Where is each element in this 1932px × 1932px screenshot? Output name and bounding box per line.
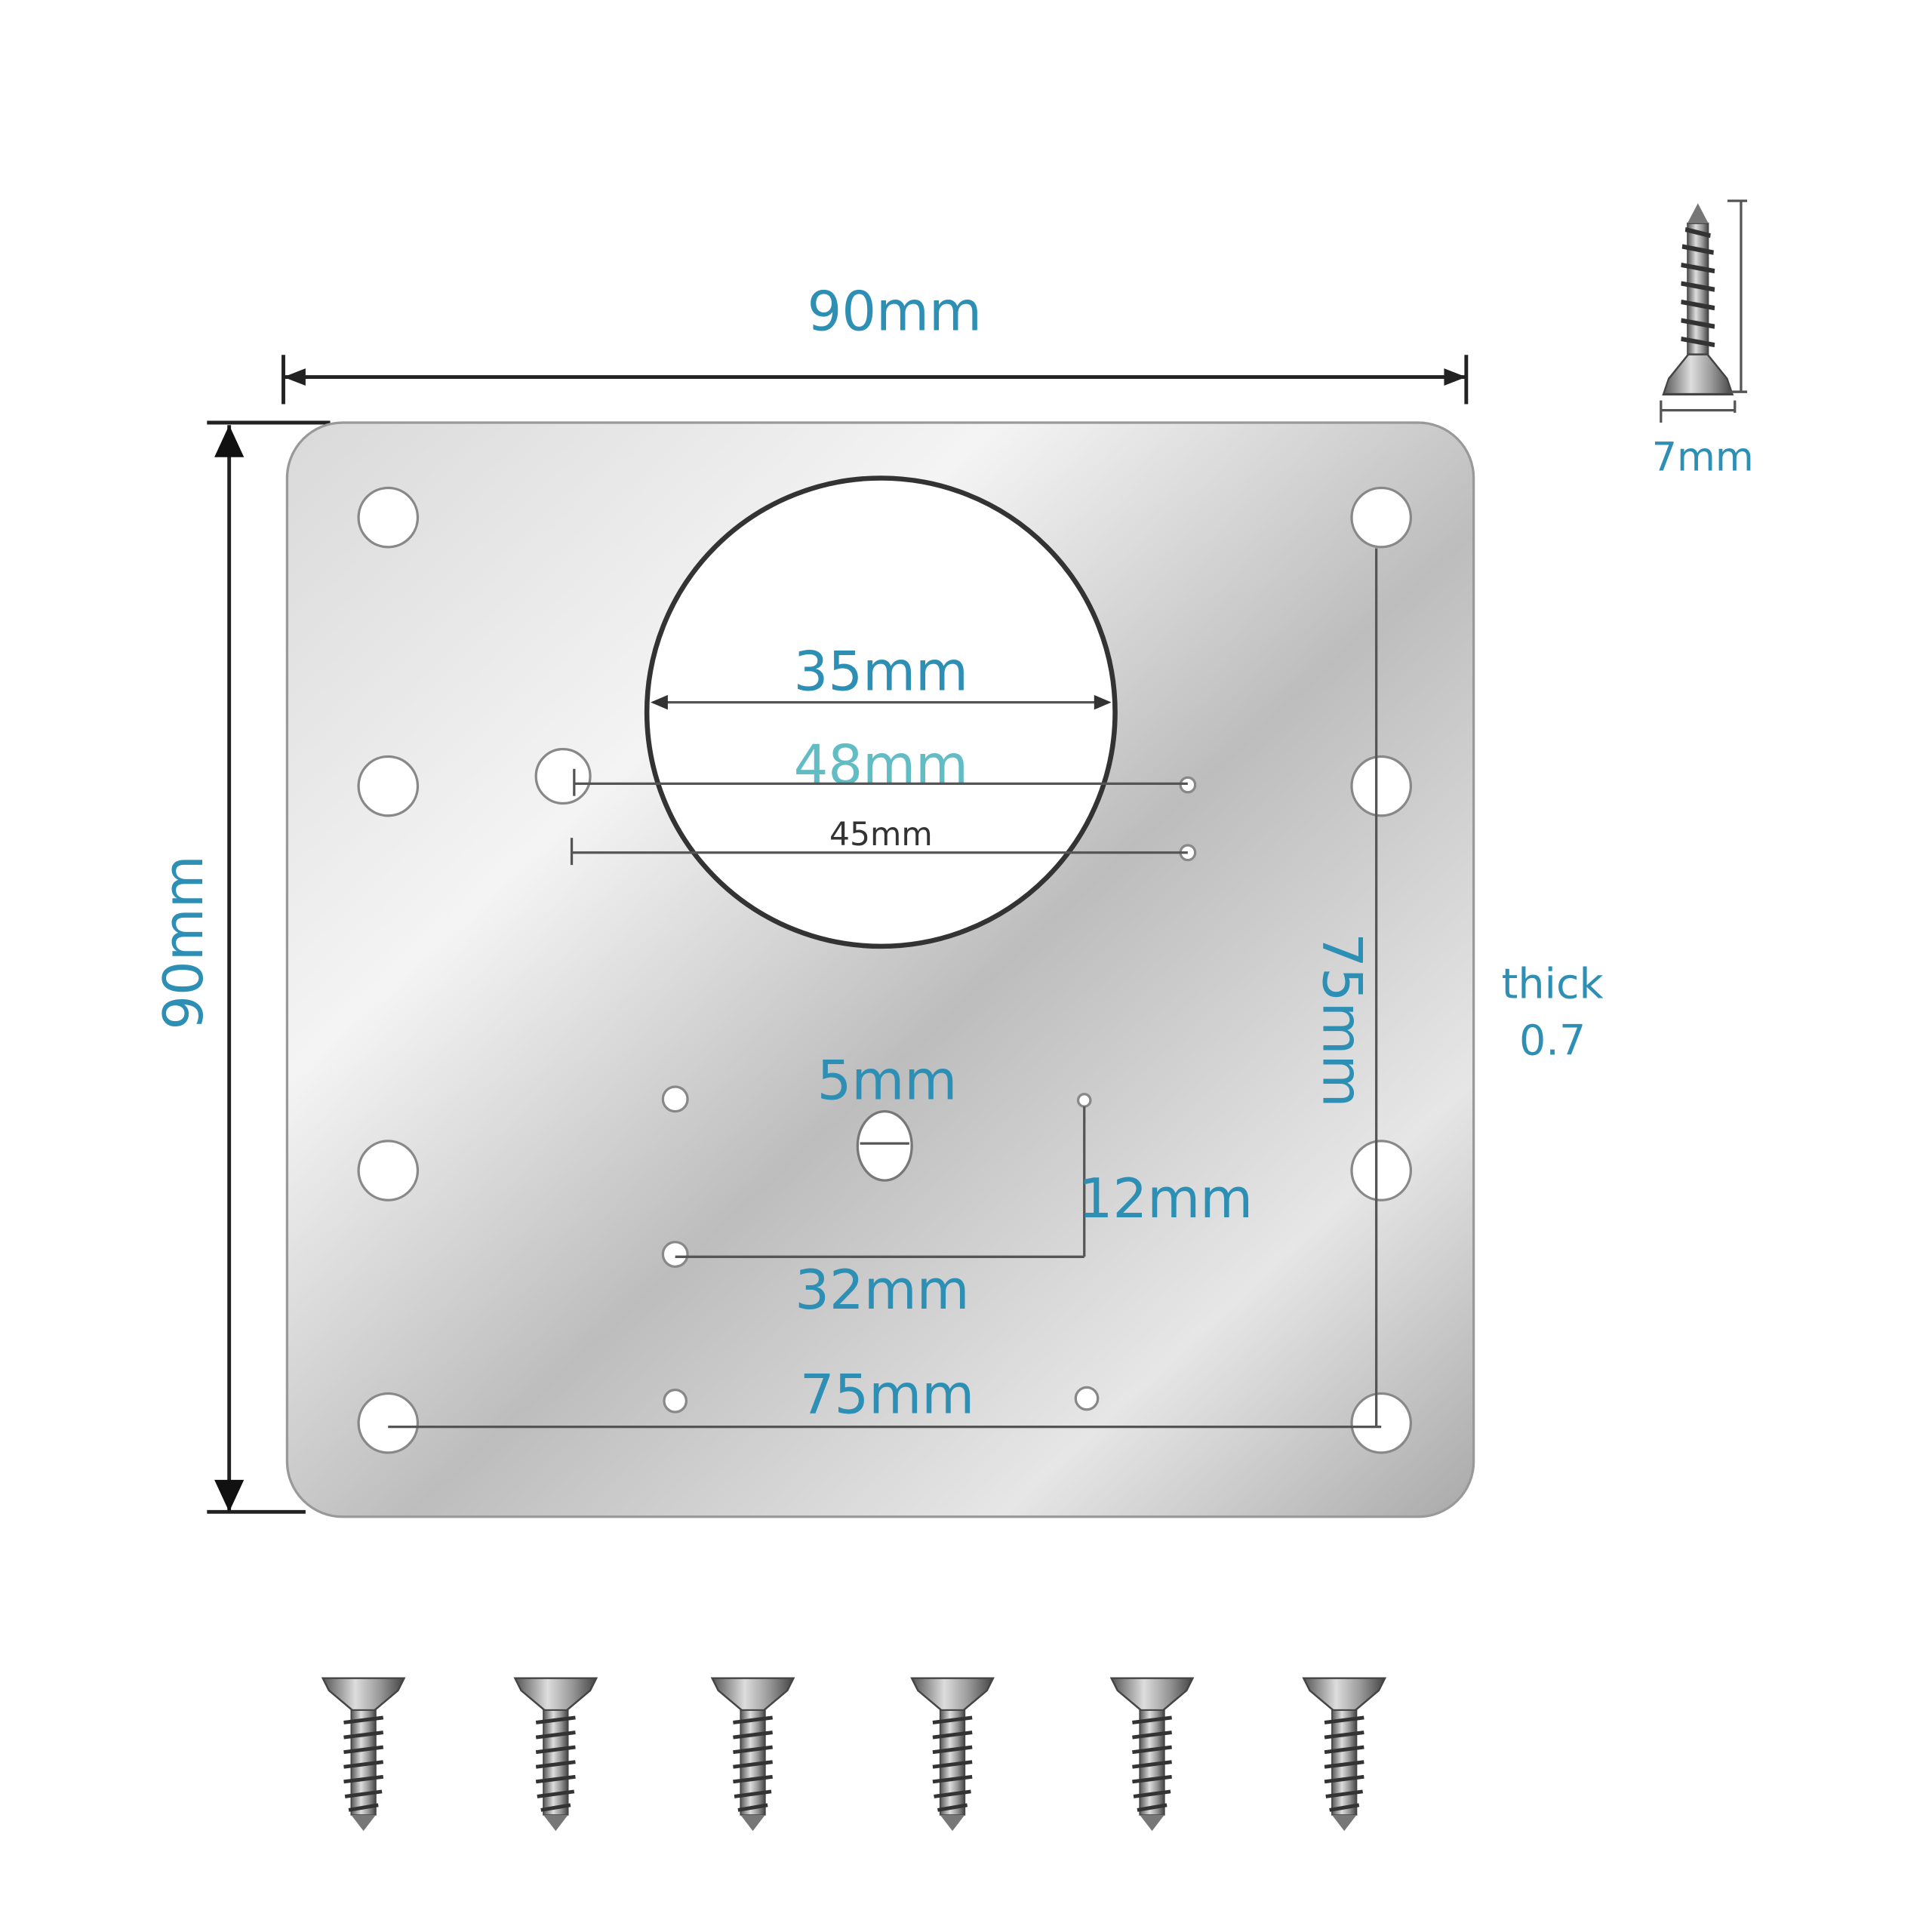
cup-hole xyxy=(644,475,1118,949)
screw xyxy=(515,1678,596,1831)
width-dimension: 90mm xyxy=(281,280,1469,405)
slot-width-label: 5mm xyxy=(817,1048,958,1112)
screw xyxy=(712,1678,794,1831)
screw xyxy=(323,1678,405,1831)
cup-diameter-dimension: 35mm xyxy=(651,639,1112,710)
spacing-45-dimension: 45mm xyxy=(570,817,1188,866)
screw xyxy=(1303,1678,1385,1831)
spacing-48-dimension: 48mm xyxy=(573,733,1188,796)
screws-row xyxy=(323,1678,1385,1831)
spacing-12-label: 12mm xyxy=(1078,1167,1253,1230)
screw xyxy=(1112,1678,1193,1831)
slot-dimension: 5mm xyxy=(817,1048,958,1182)
corner-spacing-vertical-label: 75mm xyxy=(1310,933,1374,1107)
thickness-label: thick xyxy=(1502,959,1604,1008)
height-label: 90mm xyxy=(152,855,215,1029)
corner-spacing-horizontal: 75mm xyxy=(388,1363,1382,1429)
cup-diameter-label: 35mm xyxy=(794,639,968,703)
screw xyxy=(912,1678,993,1831)
corner-spacing-horizontal-label: 75mm xyxy=(800,1363,974,1426)
screw-head-width-label: 7mm xyxy=(1652,435,1754,481)
spacing-12-dimension: 12mm xyxy=(1078,1106,1253,1257)
thickness-value: 0.7 xyxy=(1519,1017,1586,1066)
spacing-32-label: 32mm xyxy=(795,1258,969,1321)
height-dimension: 90mm xyxy=(152,420,331,1514)
spacing-32-dimension: 32mm xyxy=(675,1255,1084,1321)
spacing-48-label: 48mm xyxy=(794,733,968,796)
spacing-45-label: 45mm xyxy=(829,817,933,854)
corner-spacing-vertical: 75mm xyxy=(1310,548,1378,1427)
screw-spec: 7mm xyxy=(1652,199,1754,481)
width-label: 90mm xyxy=(808,280,982,343)
mounting-holes xyxy=(357,486,1413,1454)
hinge-plate xyxy=(285,421,1475,1518)
